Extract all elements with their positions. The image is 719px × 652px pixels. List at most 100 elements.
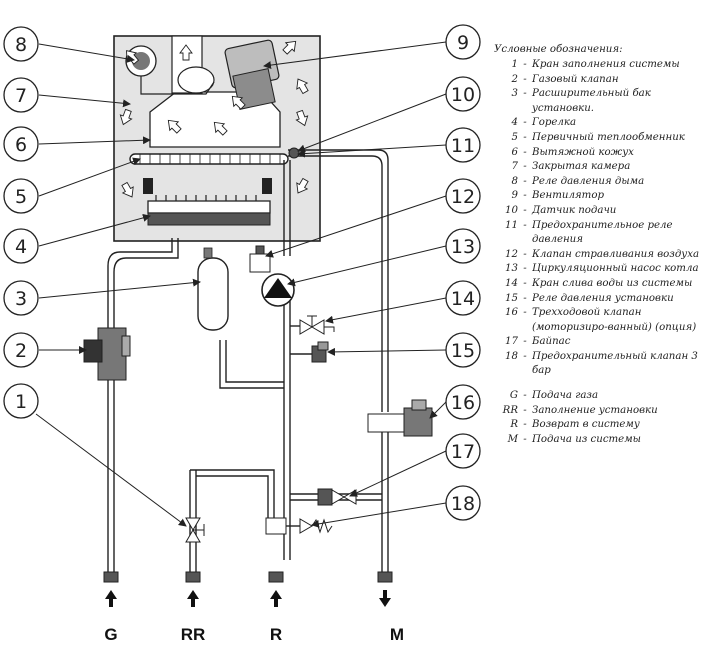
callout-16: 16 [445,384,481,420]
items-row: 6-Вытяжной кожух [494,146,716,161]
legend-separator: - [523,190,527,202]
items-key: 9 [511,190,518,202]
items-key: 15 [505,292,518,304]
items-row: 9-Вентилятор [494,189,716,204]
callout-label: 11 [451,135,475,157]
items-row: 15-Реле давления установки [494,292,716,307]
fill-valve [185,517,205,543]
items-row: 7-Закрытая камера [494,160,716,175]
port-arrows [105,590,391,607]
items-key: 3 [511,88,518,100]
items-key: 4 [511,117,518,129]
three-way-valve [367,399,433,437]
callout-label: 18 [451,493,475,515]
items-row: 13-Циркуляционный насос котла [494,262,716,277]
legend-separator: - [523,59,527,70]
items-text: Горелка [532,117,577,129]
callout-label: 14 [451,288,475,310]
codes-key: RR [502,404,518,416]
legend-separator: - [523,146,527,158]
items-text: Клапан стравливания воздуха [532,248,700,260]
callout-label: 10 [451,84,475,106]
legend-separator: - [523,307,527,319]
items-key: 14 [505,277,518,289]
items-row: 16-Трехходовой клапан (моторизиро-ванный… [494,306,716,335]
callout-7: 7 [3,77,39,113]
callout-2: 2 [3,332,39,368]
piping [107,149,389,572]
callout-9: 9 [445,24,481,60]
items-text: Первичный теплообменник [532,131,685,143]
items-key: 11 [505,219,518,231]
items-text: Кран слива воды из системы [532,277,693,289]
items-row: 3-Расширительный бак установки. [494,87,716,116]
items-row: 14-Кран слива воды из системы [494,277,716,292]
legend-separator: - [523,248,527,260]
callout-6: 6 [3,126,39,162]
callout-11: 11 [445,127,481,163]
port-label-r: R [270,625,282,644]
callout-label: 13 [451,236,475,258]
items-key: 6 [511,146,518,158]
items-key: 7 [511,161,518,173]
items-row: 17-Байпас [494,335,716,350]
items-text: Расширительный бак установки. [532,88,651,114]
legend: Условные обозначения: 1-Кран заполнения … [494,44,716,447]
leader-lines [35,41,447,528]
items-key: 5 [511,131,518,143]
items-row: 5-Первичный теплообменник [494,131,716,146]
items-key: 12 [505,248,518,260]
legend-separator: - [523,404,527,416]
items-key: 17 [505,336,518,348]
legend-separator: - [523,131,527,143]
items-row: 2-Газовый клапан [494,73,716,88]
callout-13: 13 [445,228,481,264]
callout-12: 12 [445,178,481,214]
codes-key: R [510,419,518,431]
items-key: 13 [505,263,518,275]
callout-label: 7 [15,85,27,107]
legend-separator: - [523,263,527,275]
callout-8: 8 [3,26,39,62]
callout-label: 1 [15,391,27,413]
codes-row: R-Возврат в систему [494,418,716,433]
codes-text: Подача из системы [532,433,641,445]
legend-separator: - [523,73,527,85]
callout-18: 18 [445,485,481,521]
callout-label: 2 [15,340,27,362]
fan [177,39,280,110]
legend-separator: - [523,204,527,216]
air-bleed-valve [249,245,271,273]
callout-label: 3 [15,288,27,310]
items-text: Предохранительное реле давления [532,219,673,246]
codes-text: Подача газа [532,390,599,402]
items-text: Циркуляционный насос котла [532,263,699,275]
callout-label: 4 [15,236,27,258]
codes-row: M-Подача из системы [494,433,716,448]
items-key: 2 [511,73,518,85]
system-pressure-switch [311,341,329,363]
legend-separator: - [523,419,527,431]
callout-label: 12 [451,186,475,208]
items-row: 11-Предохранительное реле давления [494,219,716,248]
codes-key: G [509,390,518,402]
codes-row: G-Подача газа [494,389,716,404]
items-text: Вытяжной кожух [532,146,634,158]
drain-valve [299,315,335,335]
callout-label: 16 [451,392,475,414]
items-text: Байпас [532,336,571,348]
items-row: 12-Клапан стравливания воздуха [494,248,716,263]
codes-text: Заполнение установки [532,404,658,416]
legend-separator: - [523,117,527,129]
items-key: 8 [511,175,518,187]
legend-separator: - [523,161,527,173]
items-text: Реле давления установки [532,292,674,304]
items-key: 10 [505,204,518,216]
callout-label: 15 [451,340,475,362]
primary-heat-exchanger [129,153,289,165]
expansion-tank [197,247,229,331]
items-text: Кран заполнения системы [532,59,680,70]
legend-separator: - [523,88,527,100]
port-label-g: G [104,625,117,644]
